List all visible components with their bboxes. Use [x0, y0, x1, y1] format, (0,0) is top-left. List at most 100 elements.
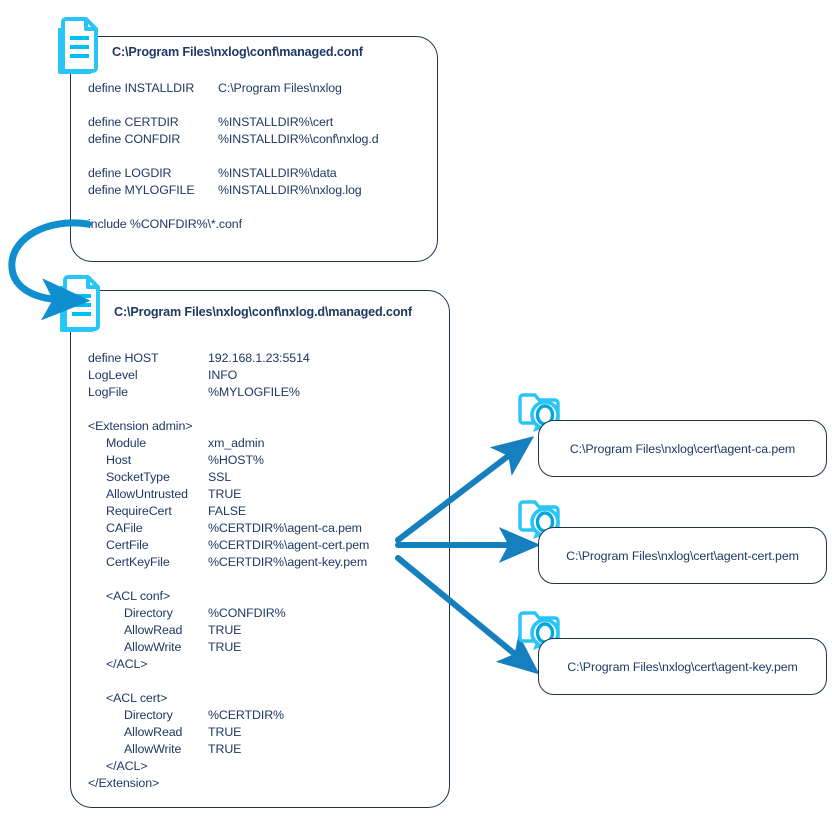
config-line: </Extension>	[88, 775, 369, 792]
config-line: Host %HOST%	[88, 452, 369, 469]
config-value: %MYLOGFILE%	[208, 385, 300, 399]
config-value: %INSTALLDIR%\nxlog.log	[218, 183, 362, 197]
config-line: LogLevel INFO	[88, 367, 369, 384]
config-line: AllowUntrusted TRUE	[88, 486, 369, 503]
config-key: </Extension>	[88, 776, 160, 790]
config-line: SocketType SSL	[88, 469, 369, 486]
config-line: define CERTDIR %INSTALLDIR%\cert	[88, 114, 378, 131]
certificate-path-text: C:\Program Files\nxlog\cert\agent-cert.p…	[566, 548, 799, 563]
config-line: CAFile %CERTDIR%\agent-ca.pem	[88, 520, 369, 537]
config-line: AllowWrite TRUE	[88, 639, 369, 656]
config-value: %CONFDIR%	[208, 606, 286, 620]
config-blank-line	[88, 148, 378, 165]
config-value: INFO	[208, 368, 238, 382]
panel-title-managed-conf: C:\Program Files\nxlog\conf\managed.conf	[108, 45, 367, 59]
config-line: AllowRead TRUE	[88, 622, 369, 639]
config-value: %CERTDIR%\agent-cert.pem	[208, 538, 370, 552]
config-line: Module xm_admin	[88, 435, 369, 452]
config-blank-line	[88, 673, 369, 690]
config-key: AllowWrite	[124, 742, 182, 756]
config-line: <ACL cert>	[88, 690, 369, 707]
config-key: define LOGDIR	[88, 166, 172, 180]
config-value: TRUE	[208, 742, 242, 756]
config-key: define HOST	[88, 351, 159, 365]
config-value: TRUE	[208, 640, 242, 654]
config-key: Directory	[124, 606, 173, 620]
config-value: C:\Program Files\nxlog	[218, 81, 342, 95]
config-key: define MYLOGFILE	[88, 183, 195, 197]
config-value: %INSTALLDIR%\data	[218, 166, 337, 180]
panel-title-nxlogd-managed-conf: C:\Program Files\nxlog\conf\nxlog.d\mana…	[110, 305, 416, 319]
config-value: SSL	[208, 470, 232, 484]
config-key: define CERTDIR	[88, 115, 179, 129]
config-line: RequireCert FALSE	[88, 503, 369, 520]
config-value: %INSTALLDIR%\conf\nxlog.d	[218, 132, 379, 146]
config-line: </ACL>	[88, 656, 369, 673]
certificate-path-box: C:\Program Files\nxlog\cert\agent-ca.pem	[538, 420, 827, 477]
config-value: 192.168.1.23:5514	[208, 351, 310, 365]
config-line: AllowRead TRUE	[88, 724, 369, 741]
config-key: RequireCert	[106, 504, 172, 518]
config-value: xm_admin	[208, 436, 265, 450]
config-line: <Extension admin>	[88, 418, 369, 435]
config-blank-line	[88, 199, 378, 216]
config-panel-managed-conf	[70, 36, 438, 262]
config-value: TRUE	[208, 623, 242, 637]
config-line: define LOGDIR %INSTALLDIR%\data	[88, 165, 378, 182]
config-key: define CONFDIR	[88, 132, 181, 146]
config-blank-line	[88, 401, 369, 418]
config-key: AllowUntrusted	[106, 487, 188, 501]
config-key: AllowRead	[124, 623, 183, 637]
config-value: %INSTALLDIR%\cert	[218, 115, 334, 129]
config-value: FALSE	[208, 504, 247, 518]
certificate-path-box: C:\Program Files\nxlog\cert\agent-key.pe…	[538, 638, 827, 695]
config-key: CertFile	[106, 538, 149, 552]
document-icon	[58, 274, 106, 332]
config-value: TRUE	[208, 725, 242, 739]
config-key: Directory	[124, 708, 173, 722]
config-line: include %CONFDIR%\*.conf	[88, 216, 378, 233]
certificate-path-box: C:\Program Files\nxlog\cert\agent-cert.p…	[538, 527, 827, 584]
config-line: CertFile %CERTDIR%\agent-cert.pem	[88, 537, 369, 554]
config-key: AllowWrite	[124, 640, 182, 654]
config-key: </ACL>	[106, 759, 148, 773]
config-blank-line	[88, 97, 378, 114]
config-key: </ACL>	[106, 657, 148, 671]
config-value: %CERTDIR%	[208, 708, 284, 722]
config-line: CertKeyFile %CERTDIR%\agent-key.pem	[88, 554, 369, 571]
config-line: AllowWrite TRUE	[88, 741, 369, 758]
config-line: Directory %CONFDIR%	[88, 605, 369, 622]
config-line: define INSTALLDIR C:\Program Files\nxlog	[88, 80, 378, 97]
config-value: TRUE	[208, 487, 242, 501]
config-key: Host	[106, 453, 132, 467]
config-key: LogFile	[88, 385, 128, 399]
config-line: <ACL conf>	[88, 588, 369, 605]
config-key: SocketType	[106, 470, 170, 484]
config-line: </ACL>	[88, 758, 369, 775]
certificate-path-text: C:\Program Files\nxlog\cert\agent-ca.pem	[569, 441, 796, 456]
config-key: define INSTALLDIR	[88, 81, 195, 95]
config-panel-nxlogd-managed-conf	[70, 290, 450, 808]
config-key: CAFile	[106, 521, 143, 535]
config-key: include %CONFDIR%\*.conf	[88, 217, 242, 231]
config-value: %HOST%	[208, 453, 264, 467]
config-value: %CERTDIR%\agent-key.pem	[208, 555, 368, 569]
config-key: AllowRead	[124, 725, 183, 739]
config-line: define CONFDIR %INSTALLDIR%\conf\nxlog.d	[88, 131, 379, 148]
config-key: LogLevel	[88, 368, 138, 382]
config-value: %CERTDIR%\agent-ca.pem	[208, 521, 362, 535]
config-blank-line	[88, 571, 369, 588]
config-line: define MYLOGFILE %INSTALLDIR%\nxlog.log	[88, 182, 378, 199]
config-key: <ACL cert>	[106, 691, 168, 705]
config-key: CertKeyFile	[106, 555, 170, 569]
config-key: Module	[106, 436, 147, 450]
config-key: <ACL conf>	[106, 589, 170, 603]
certificate-path-text: C:\Program Files\nxlog\cert\agent-key.pe…	[567, 659, 798, 674]
config-key: <Extension admin>	[88, 419, 193, 433]
document-icon	[56, 16, 104, 74]
config-line: define HOST 192.168.1.23:5514	[88, 350, 369, 367]
config-line: LogFile %MYLOGFILE%	[88, 384, 369, 401]
